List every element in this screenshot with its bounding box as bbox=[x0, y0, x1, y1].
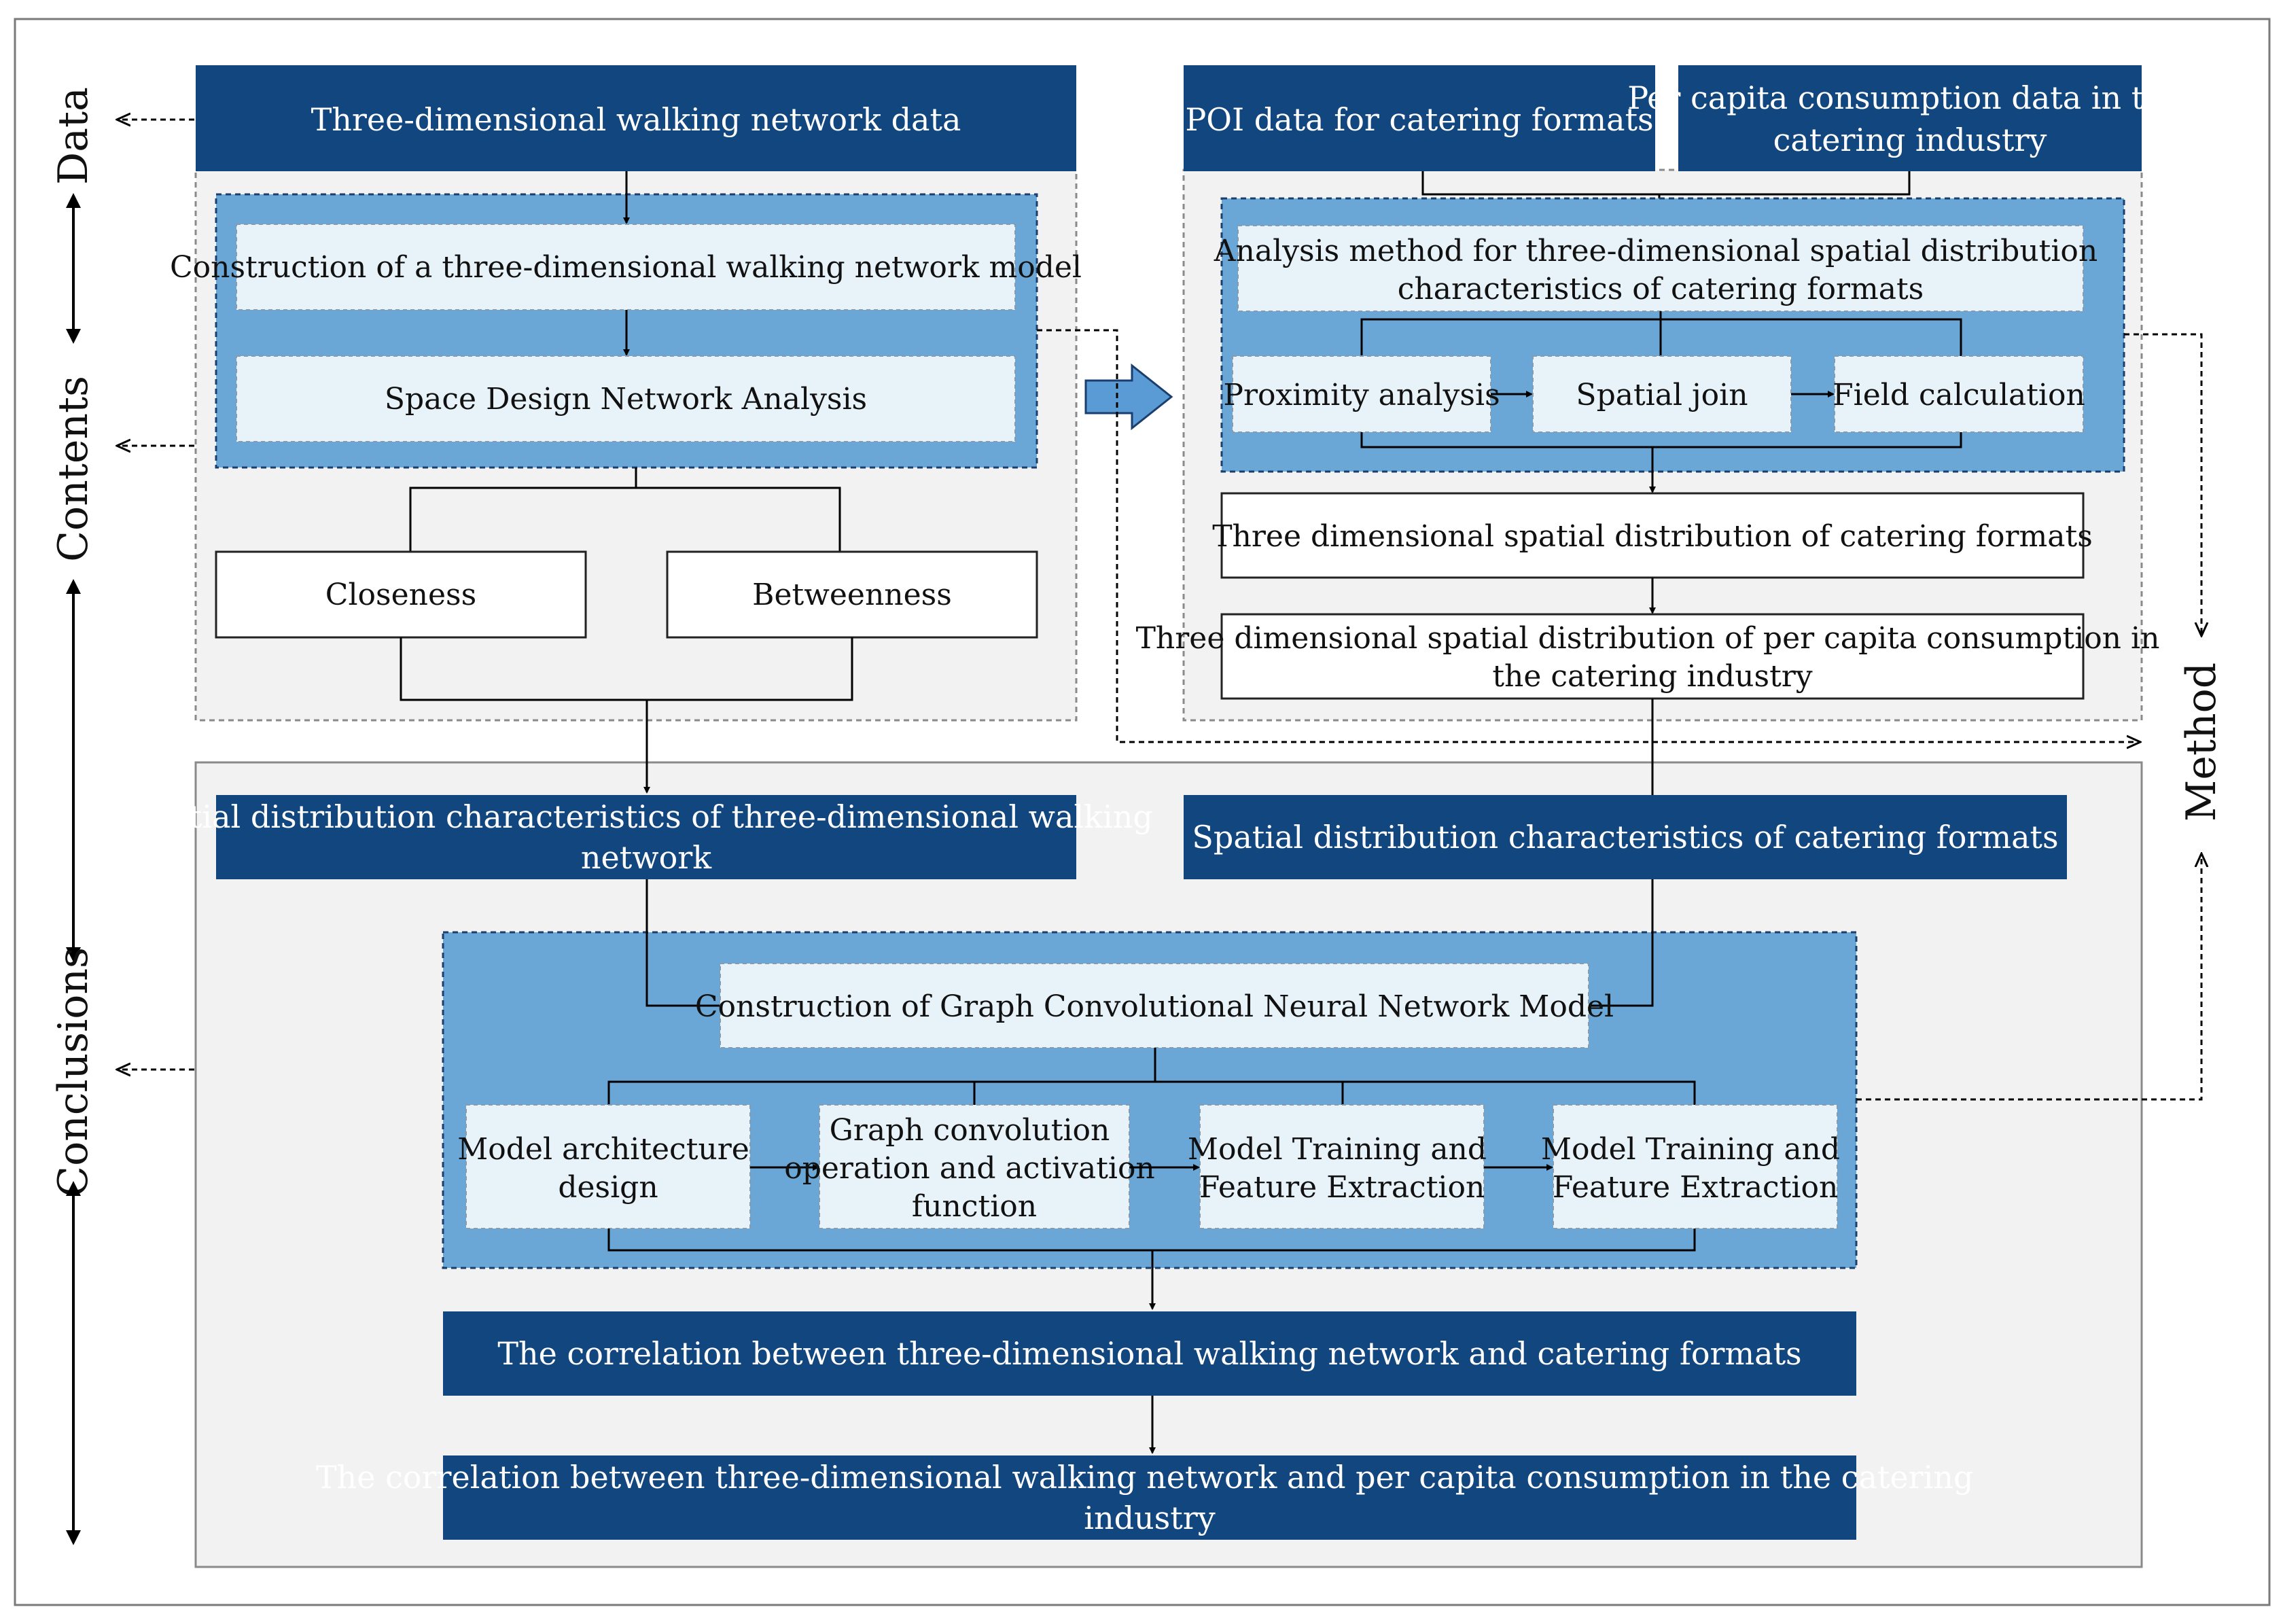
consumption-header-line2: catering industry bbox=[1773, 122, 2047, 158]
training1-line2: Feature Extraction bbox=[1199, 1170, 1485, 1205]
consumption-header-line1: Per capita consumption data in the bbox=[1627, 80, 2182, 116]
walking-data-header-box bbox=[196, 65, 1076, 171]
distribution-consumption-box bbox=[1220, 613, 2085, 700]
block-arrow-right bbox=[1084, 363, 1173, 431]
training1-label: Model Training and Feature Extraction bbox=[1188, 1132, 1496, 1205]
sdna-label: Space Design Network Analysis bbox=[385, 382, 867, 417]
walking-characteristics-line2: network bbox=[581, 839, 712, 876]
side-label-contents: Contents bbox=[50, 376, 97, 562]
betweenness-box bbox=[666, 550, 1038, 639]
field-calc-label: Field calculation bbox=[1833, 378, 2085, 412]
model-construction-box bbox=[236, 224, 1016, 311]
training1-box bbox=[1199, 1104, 1485, 1229]
connector-catering-to-gcn bbox=[1589, 879, 1654, 1007]
analysis-method-line2: characteristics of catering formats bbox=[1398, 272, 1924, 306]
connector-sdna-split bbox=[409, 467, 637, 552]
connector-analysis-merge bbox=[1360, 432, 1962, 448]
training2-line1: Model Training and bbox=[1541, 1132, 1840, 1167]
left-side-axis: Data Contents Conclusions bbox=[50, 87, 194, 1545]
distribution-consumption-line1: Three dimensional spatial distribution o… bbox=[1136, 621, 2160, 656]
correlation-formats-box bbox=[443, 1311, 1856, 1396]
architecture-line1: Model architecture bbox=[457, 1132, 749, 1167]
correlation-consumption-line2: industry bbox=[1084, 1500, 1215, 1536]
dotted-method-from-gcn bbox=[1856, 855, 2201, 1101]
training1-line1: Model Training and bbox=[1188, 1132, 1487, 1167]
walking-characteristics-box bbox=[216, 795, 1076, 879]
analysis-method-box bbox=[1237, 225, 2084, 312]
model-construction-label: Construction of a three-dimensional walk… bbox=[170, 250, 1082, 285]
connector-headers-merge bbox=[1421, 171, 1911, 196]
convolution-line1: Graph convolution bbox=[830, 1113, 1110, 1148]
spatial-join-box bbox=[1532, 355, 1792, 433]
proximity-label: Proximity analysis bbox=[1223, 378, 1500, 412]
closeness-label: Closeness bbox=[325, 578, 476, 612]
distribution-formats-label: Three dimensional spatial distribution o… bbox=[1212, 519, 2093, 554]
distribution-formats-box bbox=[1220, 492, 2085, 579]
dotted-method-from-walking-model bbox=[1037, 329, 2139, 742]
top-right-group: POI data for catering formats Per capita… bbox=[1136, 65, 2192, 805]
side-label-data: Data bbox=[50, 87, 97, 185]
poi-header: POI data for catering formats bbox=[1185, 101, 1653, 138]
consumption-header: Per capita consumption data in the cater… bbox=[1627, 80, 2192, 158]
connector-walking-to-gcn bbox=[645, 879, 720, 1007]
correlation-consumption-line1: The correlation between three-dimensiona… bbox=[316, 1459, 1973, 1496]
right-side-method: Method bbox=[1037, 329, 2225, 1101]
consumption-header-box bbox=[1678, 65, 2142, 171]
proximity-box bbox=[1232, 355, 1491, 433]
field-calc-box bbox=[1834, 355, 2084, 433]
connector-sdna-split-right bbox=[636, 487, 841, 552]
architecture-box bbox=[465, 1104, 751, 1229]
convolution-line2: operation and activation bbox=[784, 1151, 1155, 1186]
walking-characteristics-line1: Spatial distribution characteristics of … bbox=[130, 798, 1153, 835]
convolution-box bbox=[819, 1104, 1130, 1229]
bottom-group: Spatial distribution characteristics of … bbox=[130, 795, 2067, 1540]
training2-box bbox=[1553, 1104, 1838, 1229]
top-left-group: Three-dimensional walking network data C… bbox=[170, 65, 1082, 794]
convolution-line3: function bbox=[912, 1189, 1037, 1224]
walking-characteristics-label: Spatial distribution characteristics of … bbox=[130, 798, 1163, 876]
architecture-line2: design bbox=[558, 1170, 658, 1205]
closeness-box bbox=[215, 550, 587, 639]
spatial-join-label: Spatial join bbox=[1576, 378, 1748, 412]
convolution-label: Graph convolution operation and activati… bbox=[784, 1113, 1165, 1224]
gcn-construction-label: Construction of Graph Convolutional Neur… bbox=[695, 989, 1614, 1024]
distribution-consumption-label: Three dimensional spatial distribution o… bbox=[1136, 621, 2170, 694]
training2-line2: Feature Extraction bbox=[1553, 1170, 1839, 1205]
catering-characteristics-label: Spatial distribution characteristics of … bbox=[1192, 819, 2058, 855]
correlation-consumption-label: The correlation between three-dimensiona… bbox=[316, 1459, 1983, 1536]
distribution-consumption-line2: the catering industry bbox=[1492, 659, 1812, 694]
side-label-conclusions: Conclusions bbox=[50, 947, 97, 1197]
architecture-label: Model architecture design bbox=[457, 1132, 759, 1205]
connector-gcn-split bbox=[607, 1080, 1696, 1105]
analysis-method-label: Analysis method for three-dimensional sp… bbox=[1214, 234, 2108, 306]
connector-merge bbox=[400, 637, 853, 701]
catering-characteristics-box bbox=[1184, 795, 2067, 879]
correlation-formats-label: The correlation between three-dimensiona… bbox=[497, 1335, 1801, 1372]
correlation-consumption-box bbox=[443, 1455, 1856, 1540]
sdna-box bbox=[236, 355, 1016, 442]
side-label-method: Method bbox=[2178, 663, 2225, 822]
poi-header-box bbox=[1184, 65, 1655, 171]
dotted-method-from-analysis bbox=[2124, 333, 2201, 635]
walking-data-header: Three-dimensional walking network data bbox=[311, 101, 961, 138]
gcn-construction-box bbox=[720, 963, 1589, 1048]
betweenness-label: Betweenness bbox=[752, 578, 952, 612]
training2-label: Model Training and Feature Extraction bbox=[1541, 1132, 1850, 1205]
analysis-method-line1: Analysis method for three-dimensional sp… bbox=[1214, 234, 2098, 268]
